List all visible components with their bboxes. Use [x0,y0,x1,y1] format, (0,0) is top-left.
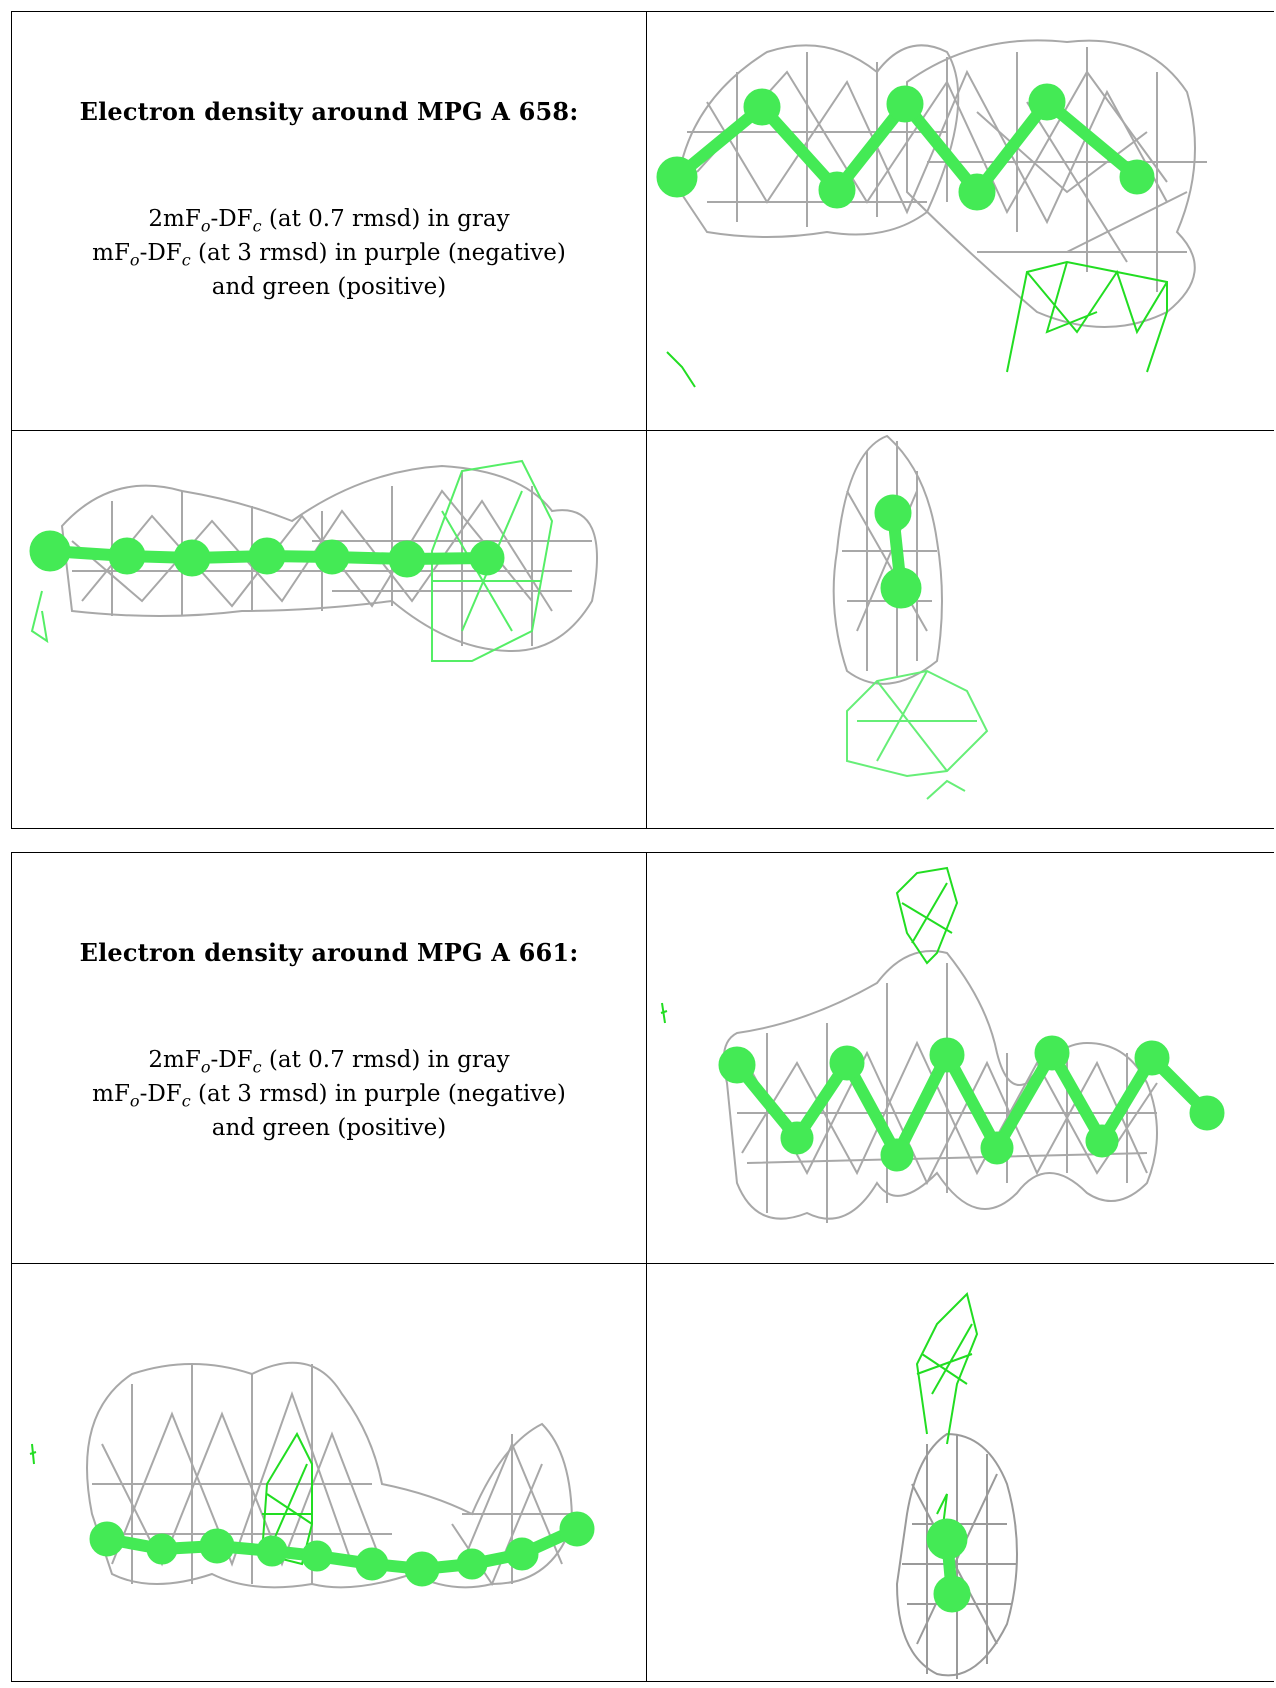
green-molecule-model [718,1035,1225,1172]
density-view-bottom-left [12,1264,646,1681]
green-molecule-model [656,83,1155,211]
legend-line-2mfo: 2mFo-DFc (at 0.7 rmsd) in gray [148,1047,510,1077]
legend-line-green: and green (positive) [211,274,447,300]
density-panel-mpg-658: Electron density around MPG A 658: 2mFo-… [11,11,1274,829]
vertical-divider [646,12,647,828]
density-mesh-image [656,39,1207,388]
vertical-divider [646,853,647,1681]
legend-line-mfo: mFo-DFc (at 3 rmsd) in purple (negative) [92,240,566,270]
gray-density-mesh [722,950,1158,1223]
green-difference-density [666,260,1168,388]
density-view-bottom-right [647,431,1275,828]
density-view-top-right [647,853,1275,1263]
panel-description: Electron density around MPG A 658: 2mFo-… [12,12,646,430]
density-mesh-image [29,1361,595,1589]
legend-line-2mfo: 2mFo-DFc (at 0.7 rmsd) in gray [148,206,510,236]
gray-density-mesh [832,434,943,685]
panel-description: Electron density around MPG A 661: 2mFo-… [12,853,646,1263]
green-difference-density [846,669,989,800]
density-mesh-image [660,866,1225,1223]
legend-line-green: and green (positive) [211,1115,447,1141]
density-view-top-right [647,12,1275,430]
green-molecule-model [926,1518,971,1613]
legend-line-mfo: mFo-DFc (at 3 rmsd) in purple (negative) [92,1081,566,1111]
density-view-bottom-right [647,1264,1275,1681]
green-difference-density [29,1431,313,1566]
density-mesh-image [832,434,989,800]
green-molecule-model [89,1511,595,1587]
horizontal-divider [12,1263,1274,1264]
density-panel-mpg-661: Electron density around MPG A 661: 2mFo-… [11,852,1274,1682]
green-molecule-model [29,530,505,578]
green-difference-density [660,866,959,1024]
green-difference-density [915,1292,979,1535]
panel-heading: Electron density around MPG A 661: [79,938,579,967]
panel-heading: Electron density around MPG A 658: [79,97,579,126]
horizontal-divider [12,430,1274,431]
density-mesh-image [895,1292,1018,1679]
green-molecule-model [874,494,922,609]
density-mesh-image [29,459,598,662]
density-view-bottom-left [12,431,646,828]
